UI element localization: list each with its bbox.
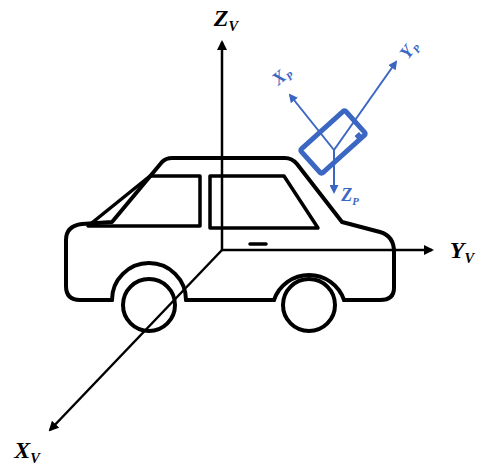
- axis-label: ZV: [214, 6, 238, 33]
- phone-axis-label: XP: [268, 62, 295, 90]
- phone-axes: [290, 62, 396, 192]
- vehicle-axes: [50, 42, 432, 430]
- phone-axis-label: YP: [396, 37, 423, 64]
- axis-label: YV: [450, 238, 474, 265]
- phone-axis-label: ZP: [341, 186, 359, 207]
- car-body: [66, 158, 394, 331]
- axis-label: XV: [14, 438, 40, 465]
